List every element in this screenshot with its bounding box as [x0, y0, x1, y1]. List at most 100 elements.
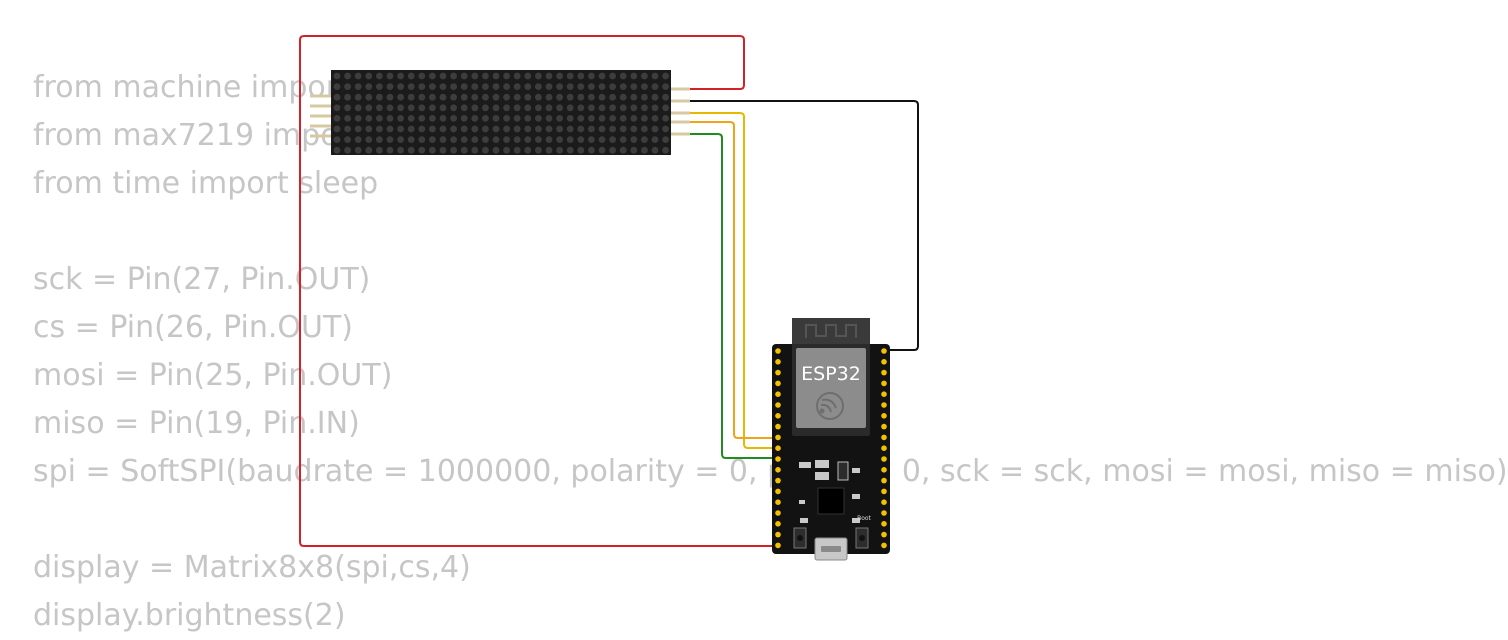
led-dot — [566, 115, 574, 122]
led-dot — [418, 136, 426, 144]
button-boot[interactable] — [855, 527, 869, 549]
led-dot — [429, 136, 436, 144]
espressif-logo-icon — [816, 392, 844, 420]
header-pin — [881, 369, 887, 376]
led-dot — [344, 104, 351, 112]
led-dot — [556, 146, 563, 154]
led-dot — [407, 72, 415, 80]
led-dot — [376, 115, 383, 122]
led-dot — [354, 136, 362, 144]
code-line-6: cs = Pin(26, Pin.OUT) — [33, 310, 353, 345]
led-dot — [651, 125, 659, 133]
header-pin — [881, 380, 887, 387]
led-dot — [609, 115, 616, 122]
led-dot — [492, 104, 500, 112]
led-dot — [630, 72, 638, 80]
regulator-chip — [817, 487, 845, 515]
led-dot — [471, 104, 479, 112]
code-line-8: miso = Pin(19, Pin.IN) — [33, 406, 360, 441]
led-dot — [556, 104, 563, 112]
antenna-trace — [805, 324, 857, 338]
led-dot — [376, 104, 383, 112]
wire-clk[interactable] — [688, 133, 780, 459]
led-dot — [482, 93, 489, 101]
header-pin — [775, 402, 781, 408]
board-pin-headers — [775, 348, 887, 549]
code-line-3: from time import sleep — [33, 166, 379, 201]
led-dot — [577, 136, 585, 144]
led-dot — [365, 83, 373, 90]
led-dot — [429, 104, 436, 112]
header-pin — [775, 413, 781, 419]
led-dot — [397, 136, 404, 144]
led-dot — [641, 136, 648, 144]
led-dot — [545, 83, 553, 90]
esp32-board[interactable]: ESP32 Boot — [772, 318, 890, 561]
led-dot — [386, 93, 394, 101]
wire-vcc[interactable] — [299, 35, 780, 547]
led-dot — [641, 146, 648, 154]
header-pin — [881, 434, 887, 441]
led-dot — [630, 83, 638, 90]
led-dot — [397, 104, 404, 112]
usb-port-icon[interactable] — [814, 537, 848, 561]
led-dot — [588, 93, 595, 101]
led-dot — [376, 72, 383, 80]
led-dot — [524, 115, 532, 122]
matrix-panel — [331, 70, 671, 155]
led-dot — [609, 83, 616, 90]
led-dot — [439, 83, 447, 90]
code-line-11: display = Matrix8x8(spi,cs,4) — [33, 550, 471, 585]
led-matrix-module[interactable] — [310, 70, 690, 155]
led-dot — [566, 93, 574, 101]
led-dot — [376, 93, 383, 101]
header-pin — [775, 531, 781, 538]
led-dot — [407, 104, 415, 112]
wire-cs[interactable] — [688, 121, 780, 439]
led-dot — [344, 125, 351, 133]
code-line-12: display.brightness(2) — [33, 598, 346, 633]
led-dot — [471, 83, 479, 90]
led-dot — [598, 146, 606, 154]
led-dot — [397, 83, 404, 90]
led-dot — [609, 72, 616, 80]
led-dot — [397, 93, 404, 101]
led-dot — [609, 136, 616, 144]
wire-din[interactable] — [688, 112, 780, 449]
led-dot — [429, 72, 436, 80]
led-dot — [588, 115, 595, 122]
led-dot — [503, 136, 510, 144]
header-pin — [775, 369, 781, 376]
led-dot — [588, 136, 595, 144]
header-pin — [775, 510, 781, 516]
led-dot — [535, 83, 542, 90]
led-dot — [386, 146, 394, 154]
led-dot — [492, 72, 500, 80]
led-dot — [641, 125, 648, 133]
led-dot — [566, 104, 574, 112]
led-dot — [566, 146, 574, 154]
header-pin — [881, 499, 887, 506]
header-pin — [881, 477, 887, 484]
header-pin — [881, 521, 887, 527]
led-dot — [492, 83, 500, 90]
header-pin — [775, 488, 781, 495]
button-en[interactable] — [793, 527, 807, 549]
led-dot — [482, 146, 489, 154]
led-dot — [365, 136, 373, 144]
led-dot — [344, 115, 351, 122]
matrix-input-pins — [310, 94, 332, 138]
header-pin — [775, 359, 781, 365]
led-dot — [460, 146, 468, 154]
led-dot — [524, 72, 532, 80]
wire-gnd[interactable] — [688, 100, 919, 351]
led-dot — [460, 115, 468, 122]
led-dot — [365, 115, 373, 122]
led-dot — [503, 93, 510, 101]
led-dot — [566, 83, 574, 90]
led-dot — [386, 115, 394, 122]
led-dot — [630, 146, 638, 154]
led-dot — [535, 93, 542, 101]
led-dot — [386, 104, 394, 112]
led-dot — [439, 125, 447, 133]
